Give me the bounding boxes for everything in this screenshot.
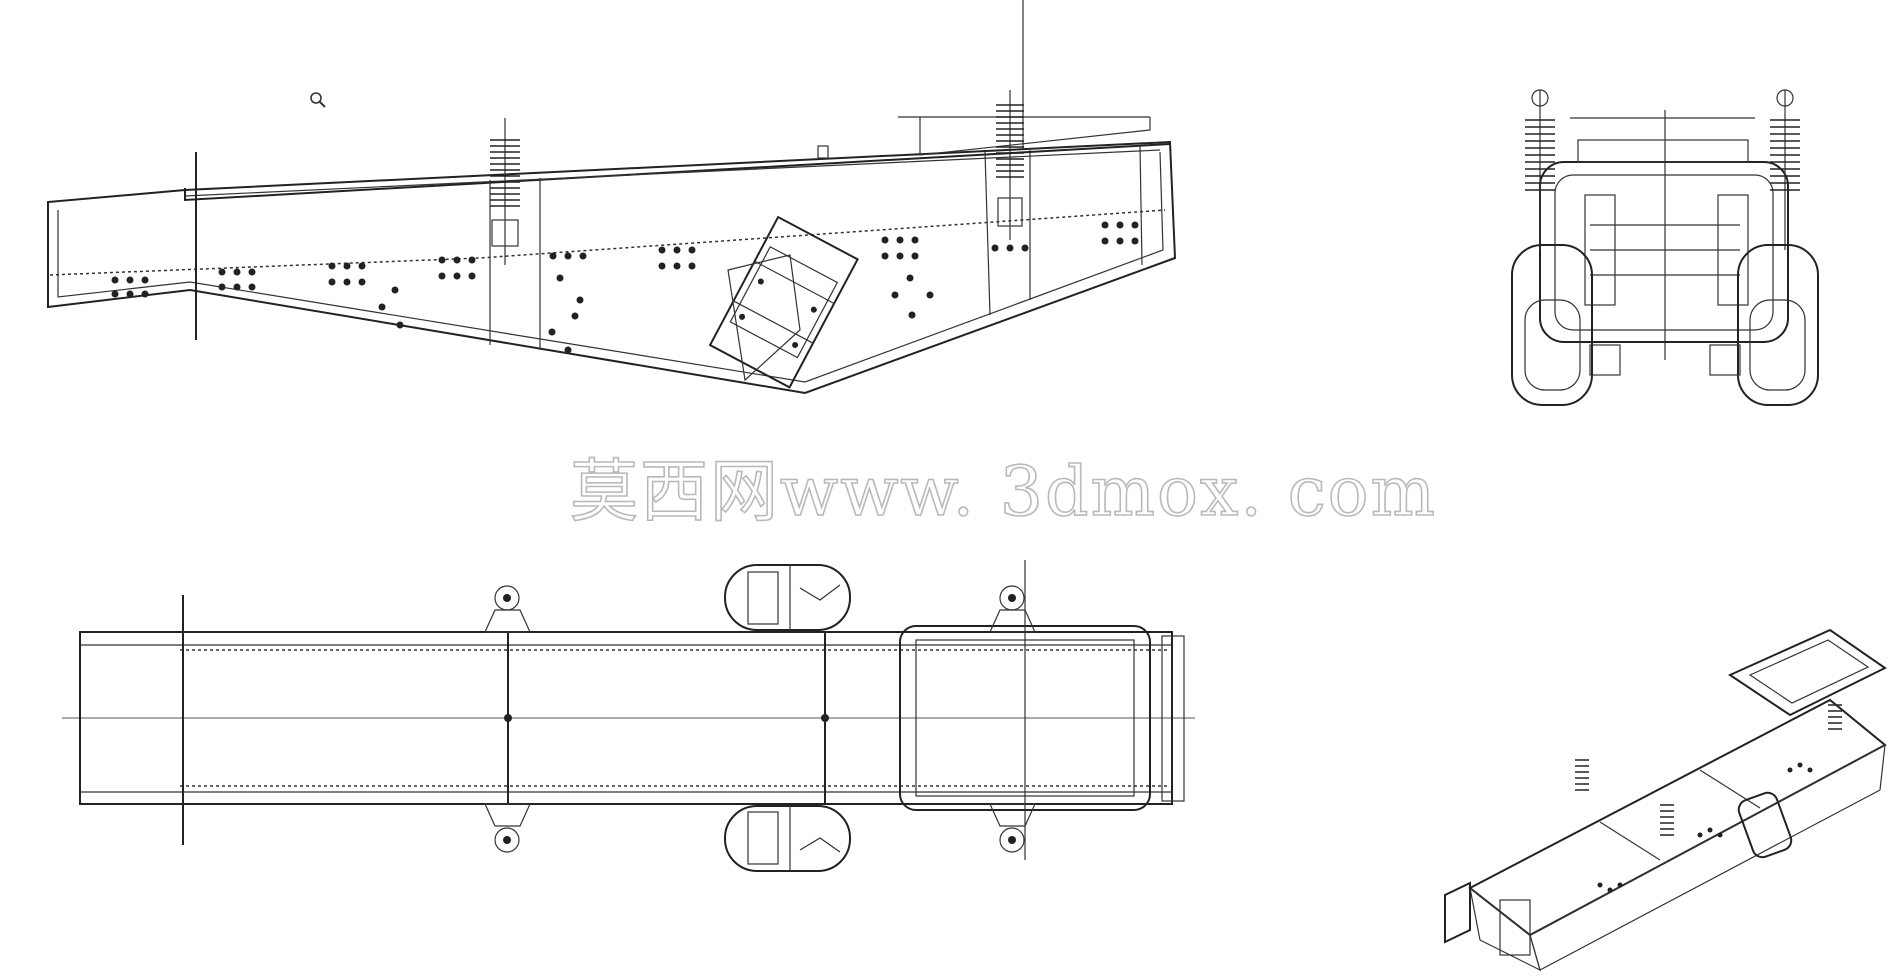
side-elevation-view [47,0,1177,395]
magnifier-icon[interactable] [308,90,328,110]
watermark-text: 莫西网www. 3dmox. com [570,453,1437,532]
plan-view [62,560,1195,872]
bolt-patterns [111,221,1139,354]
isometric-view [1444,628,1887,972]
end-elevation-view [1511,89,1819,406]
